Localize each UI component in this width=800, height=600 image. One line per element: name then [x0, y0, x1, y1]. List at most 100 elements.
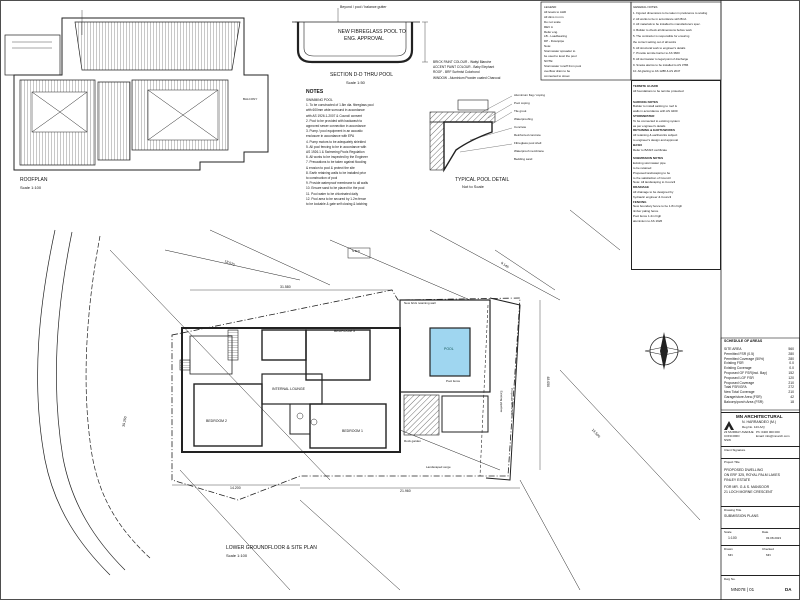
colour-line: ACCENT PAINT COLOUR - Baby Elephant	[433, 65, 495, 70]
tb-section-line: All drainage to be designed by	[633, 189, 674, 194]
tb-section-line: Refer to BASIX certificate	[633, 147, 668, 152]
note-line: 9. Provide waterproof membrane to all wa…	[306, 181, 369, 186]
site-label: Landscaped verge	[426, 465, 451, 469]
roof-plan	[4, 10, 269, 171]
tb-section-line: New boundary fence to be 1.8m high	[633, 204, 683, 209]
tb-section-line: to be retained	[633, 165, 652, 170]
legend-line: DP - Downpipe	[544, 39, 565, 44]
tb-section-line: Existing stormwater pipe	[633, 161, 666, 166]
tb-divider	[721, 506, 800, 507]
drawing-title: SUBMISSION PLANS	[724, 514, 759, 518]
room-label: BEDROOM 3	[334, 329, 356, 333]
project-address-line: 21 LOCH MORNE CRESCENT	[724, 490, 773, 494]
legend-line: All levels to AHD	[544, 9, 567, 14]
tb-divider	[721, 575, 800, 576]
firm-state: NSW	[724, 438, 731, 442]
legend-column: LEGEND All levels to AHD All dims in mm …	[544, 5, 581, 79]
general-note-line: 7. Provide termite barrier to AS 3660	[633, 51, 680, 56]
tb-section-line: aluminium to AS 1926	[633, 218, 663, 223]
tb-section-line: Note: All landscaping to Council	[633, 180, 676, 185]
project-title-line: PROPOSED DWELLING	[724, 468, 764, 472]
note-line: 2. Pool to be provided with backwash to	[306, 118, 363, 123]
pool-detail-scale: Not to Scale	[462, 184, 484, 189]
notes-list: SWIMMING POOL 1. To be constructed of 1.…	[306, 98, 374, 207]
tb-section-line: Proposed landscaping to be	[633, 170, 671, 175]
drawn-label: Drawn	[724, 547, 733, 551]
pool-detail-label: Fibreglass pool shell	[514, 141, 542, 145]
site-label: Rock garden	[404, 439, 422, 443]
pool-detail-label: Bedding sand	[514, 157, 533, 161]
legend-line: REV A	[544, 24, 553, 29]
tb-notes-panel	[631, 80, 721, 270]
site-label: Proposed fence line	[509, 388, 514, 415]
note-line: AS 1926.1 & Swimming Pools Regulation	[306, 150, 365, 155]
room-label: BEDROOM 2	[206, 419, 228, 423]
tb-section-line: to the satisfaction of Council	[633, 175, 671, 180]
legend-line: Do not scale	[544, 19, 561, 24]
tb-section-line: hydraulic engineer & Council	[633, 194, 672, 199]
pool-detail-label: Waterproofing	[514, 117, 533, 121]
scale-value: 1:100	[728, 536, 737, 540]
schedule-row: Balcony/porch Area (FSR)18	[724, 399, 794, 404]
project-title-label: Project Title	[724, 460, 740, 464]
legend-line: Stormwater spreader to	[544, 49, 576, 54]
roof-plan-scale: Scale 1:100	[20, 185, 42, 190]
firm-suburb: CONCORD	[724, 434, 740, 438]
tb-section-line: Pool fence 1.2m high	[633, 213, 662, 218]
note-line: with 600mm wide surround in accordance	[306, 108, 365, 113]
firm-address: 23 MURRAY AVENUE	[724, 430, 754, 434]
general-note-line: 5. The contractor is responsible for ens…	[633, 33, 690, 38]
pool-detail-label: Aluminium flag / coping	[514, 93, 546, 97]
firm-email: Email: info@mnarch.com	[756, 434, 790, 438]
room-label: INTERNAL LOUNGE	[272, 387, 305, 391]
dim-label: 21.960	[400, 489, 411, 493]
firm-reg: Reg No. 123 A/Q	[742, 425, 765, 429]
north-arrow	[644, 332, 684, 370]
tb-section-line: To be connected to existing system	[633, 118, 680, 123]
room-label: POOL	[444, 347, 454, 351]
tb-section-line: as per engineer's details	[633, 123, 666, 128]
note-line: & erosion to pool & protect the site	[306, 165, 355, 170]
site-plan-scale: Scale 1:100	[226, 553, 248, 558]
tb-section-head: TERMITE GUARD	[633, 84, 658, 88]
schedule-row: Permitted FSR (0.5)280	[724, 351, 794, 356]
pool-section-title: SECTION D-D THRU POOL	[330, 72, 393, 78]
site-label: New brick retaining wall	[404, 301, 436, 305]
note-line: 1. To be constructed of 1.8m dia. fibreg…	[306, 103, 374, 108]
site-plan	[37, 209, 701, 591]
note-line: SWIMMING POOL	[306, 98, 333, 102]
legend-line: Refer eng.	[544, 29, 559, 34]
roof-plan-title: ROOFPLAN	[20, 177, 48, 183]
tb-section-line: All foundations to be termite protected	[633, 88, 684, 93]
tb-section-head: STORMWATER	[633, 113, 655, 118]
pool-detail-label: Waterproof membrane	[514, 149, 544, 153]
note-line: 4. Pump motors to be adequately shielded	[306, 139, 366, 144]
dwg-no-label: Dwg No.	[724, 577, 736, 581]
dim-label: 14.200	[230, 486, 241, 490]
drawn-value: MN	[728, 553, 733, 557]
scale-label: Scale	[724, 530, 732, 534]
pool-section	[292, 8, 428, 64]
note-line: to be lockable & gate self closing & lat…	[306, 202, 368, 207]
legend-line: LB - Loadbearing	[544, 34, 568, 39]
tb-section-head: DRAINAGE	[633, 185, 650, 190]
legend-line: All dims in mm	[544, 14, 564, 19]
note-line: 3. Pump / pool equipment in an acoustic	[306, 129, 363, 134]
tb-section-head: SUBMISSION NOTES	[633, 156, 664, 161]
checked-label: Checked	[762, 547, 774, 551]
drawing-title-label: Drawing Title	[724, 508, 742, 512]
pool-section-label-2: ENG. APPROVAL	[344, 36, 384, 42]
note-line: 10. Ensure sand to be placed for the poo…	[306, 186, 365, 191]
firm-sub: N. HARRANDEO (M.)	[742, 420, 777, 424]
tb-divider	[721, 446, 800, 447]
room-label: BEDROOM 1	[342, 429, 364, 433]
note-line: enclosure in accordance with EPA	[306, 134, 355, 139]
legend-line: LEGEND	[544, 5, 557, 9]
firm-phone: Ph: 0400 000 000	[756, 430, 780, 434]
